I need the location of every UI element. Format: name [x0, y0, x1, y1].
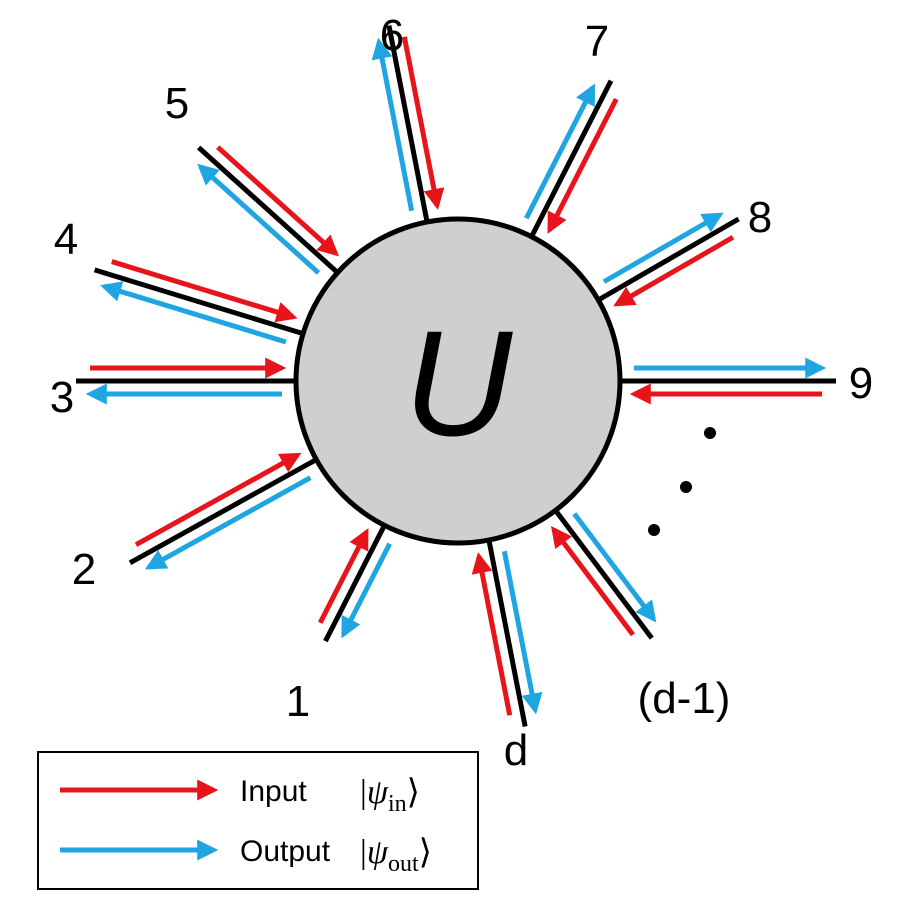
output-arrow-d-minus-1: [572, 512, 657, 623]
input-arrow-d: [471, 552, 513, 716]
ellipsis-dot: [680, 481, 692, 493]
port-label-4: 4: [54, 215, 78, 264]
input-arrow-2: [134, 452, 302, 547]
port-label-1: 1: [286, 677, 310, 726]
unitary-circle: [293, 216, 623, 546]
port-labels: 1 2 3 4 5 6 7 8 9 (d-1) d: [50, 11, 873, 775]
port-label-9: 9: [849, 359, 873, 408]
port-line-d: [485, 533, 528, 728]
ellipsis-dots: [648, 427, 716, 536]
port-line-2: [128, 454, 323, 565]
port-label-6: 6: [380, 11, 404, 60]
output-arrow-8: [602, 212, 724, 284]
input-arrow-8: [613, 235, 735, 307]
port-label-8: 8: [748, 193, 772, 242]
input-arrow-6: [401, 36, 445, 210]
output-arrow-7: [524, 83, 596, 220]
port-label-3: 3: [50, 373, 74, 422]
port-label-2: 2: [72, 545, 96, 594]
input-arrow-1: [317, 528, 369, 624]
legend-box: [37, 751, 479, 890]
port-line-6: [386, 25, 431, 229]
port-arrows: [85, 36, 827, 716]
ellipsis-dot: [648, 524, 660, 536]
output-arrow-1: [341, 542, 392, 639]
output-arrow-6: [371, 37, 415, 212]
port-line-7: [526, 79, 614, 244]
port-line-1: [323, 518, 390, 643]
output-arrow-d: [501, 550, 543, 715]
port-label-d: d: [504, 726, 528, 775]
port-line-8: [591, 216, 740, 306]
port-line-d-minus-1: [549, 504, 654, 640]
port-label-5: 5: [165, 79, 189, 128]
port-line-4: [93, 267, 310, 338]
legend-output-state: |ψout⟩: [360, 834, 432, 877]
port-lines: [76, 25, 836, 728]
legend: Input |ψin⟩ Output |ψout⟩: [37, 751, 479, 890]
ellipsis-dot: [704, 427, 716, 439]
output-arrow-4: [100, 281, 287, 345]
port-label-7: 7: [585, 17, 609, 66]
port-line-5: [196, 145, 344, 279]
legend-output-label: Output: [240, 835, 331, 868]
input-arrow-4: [111, 259, 298, 323]
output-arrow-5: [197, 163, 321, 275]
port-label-d-minus-1: (d-1): [638, 674, 731, 723]
unitary-label: U: [404, 299, 514, 467]
input-arrow-5: [216, 145, 340, 257]
legend-input-state: |ψin⟩: [360, 774, 420, 817]
legend-input-label: Input: [240, 775, 307, 808]
input-arrow-7: [547, 97, 619, 234]
output-arrow-2: [144, 475, 312, 570]
input-arrow-d-minus-1: [551, 526, 635, 637]
